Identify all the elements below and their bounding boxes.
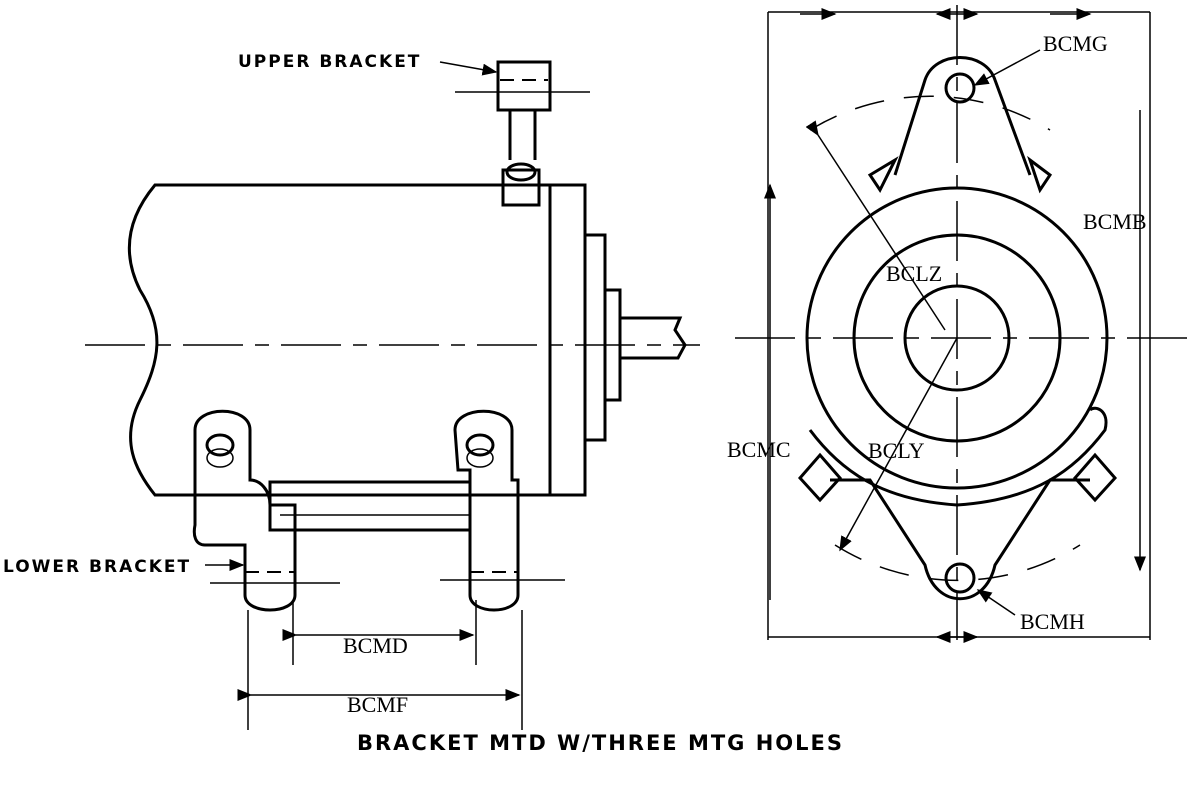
lower-bracket-label: LOWER BRACKET [3, 557, 191, 577]
bottom-lug [830, 478, 1090, 601]
bcmh-label: BCMH [1020, 609, 1085, 634]
diagram-caption: BRACKET MTD W/THREE MTG HOLES [357, 731, 844, 755]
bcmb-label: BCMB [1083, 209, 1147, 234]
upper-bracket [455, 60, 590, 207]
end-plate [548, 183, 587, 497]
flange [583, 233, 607, 442]
bcmc-label: BCMC [727, 437, 791, 462]
shaft [620, 316, 687, 360]
bcmf-label: BCMF [347, 692, 408, 717]
bcmg-label: BCMG [1043, 31, 1108, 56]
bcly-label: BCLY [868, 438, 925, 463]
top-lug [893, 56, 1032, 176]
bclz-label: BCLZ [886, 261, 942, 286]
end-view: BCMG BCMB BCLZ BCMC BCLY BCMH [727, 5, 1190, 643]
side-view: UPPER BRACKET LOWER BRACKET BCMD BCMF [3, 52, 700, 730]
bcmd-label: BCMD [343, 633, 408, 658]
motor-body [127, 183, 552, 497]
lower-bracket-left [192, 409, 340, 612]
lower-bracket-right [440, 409, 565, 612]
upper-bracket-label: UPPER BRACKET [238, 52, 421, 72]
bracket-tube [268, 480, 472, 532]
outer-circle [805, 186, 1109, 490]
